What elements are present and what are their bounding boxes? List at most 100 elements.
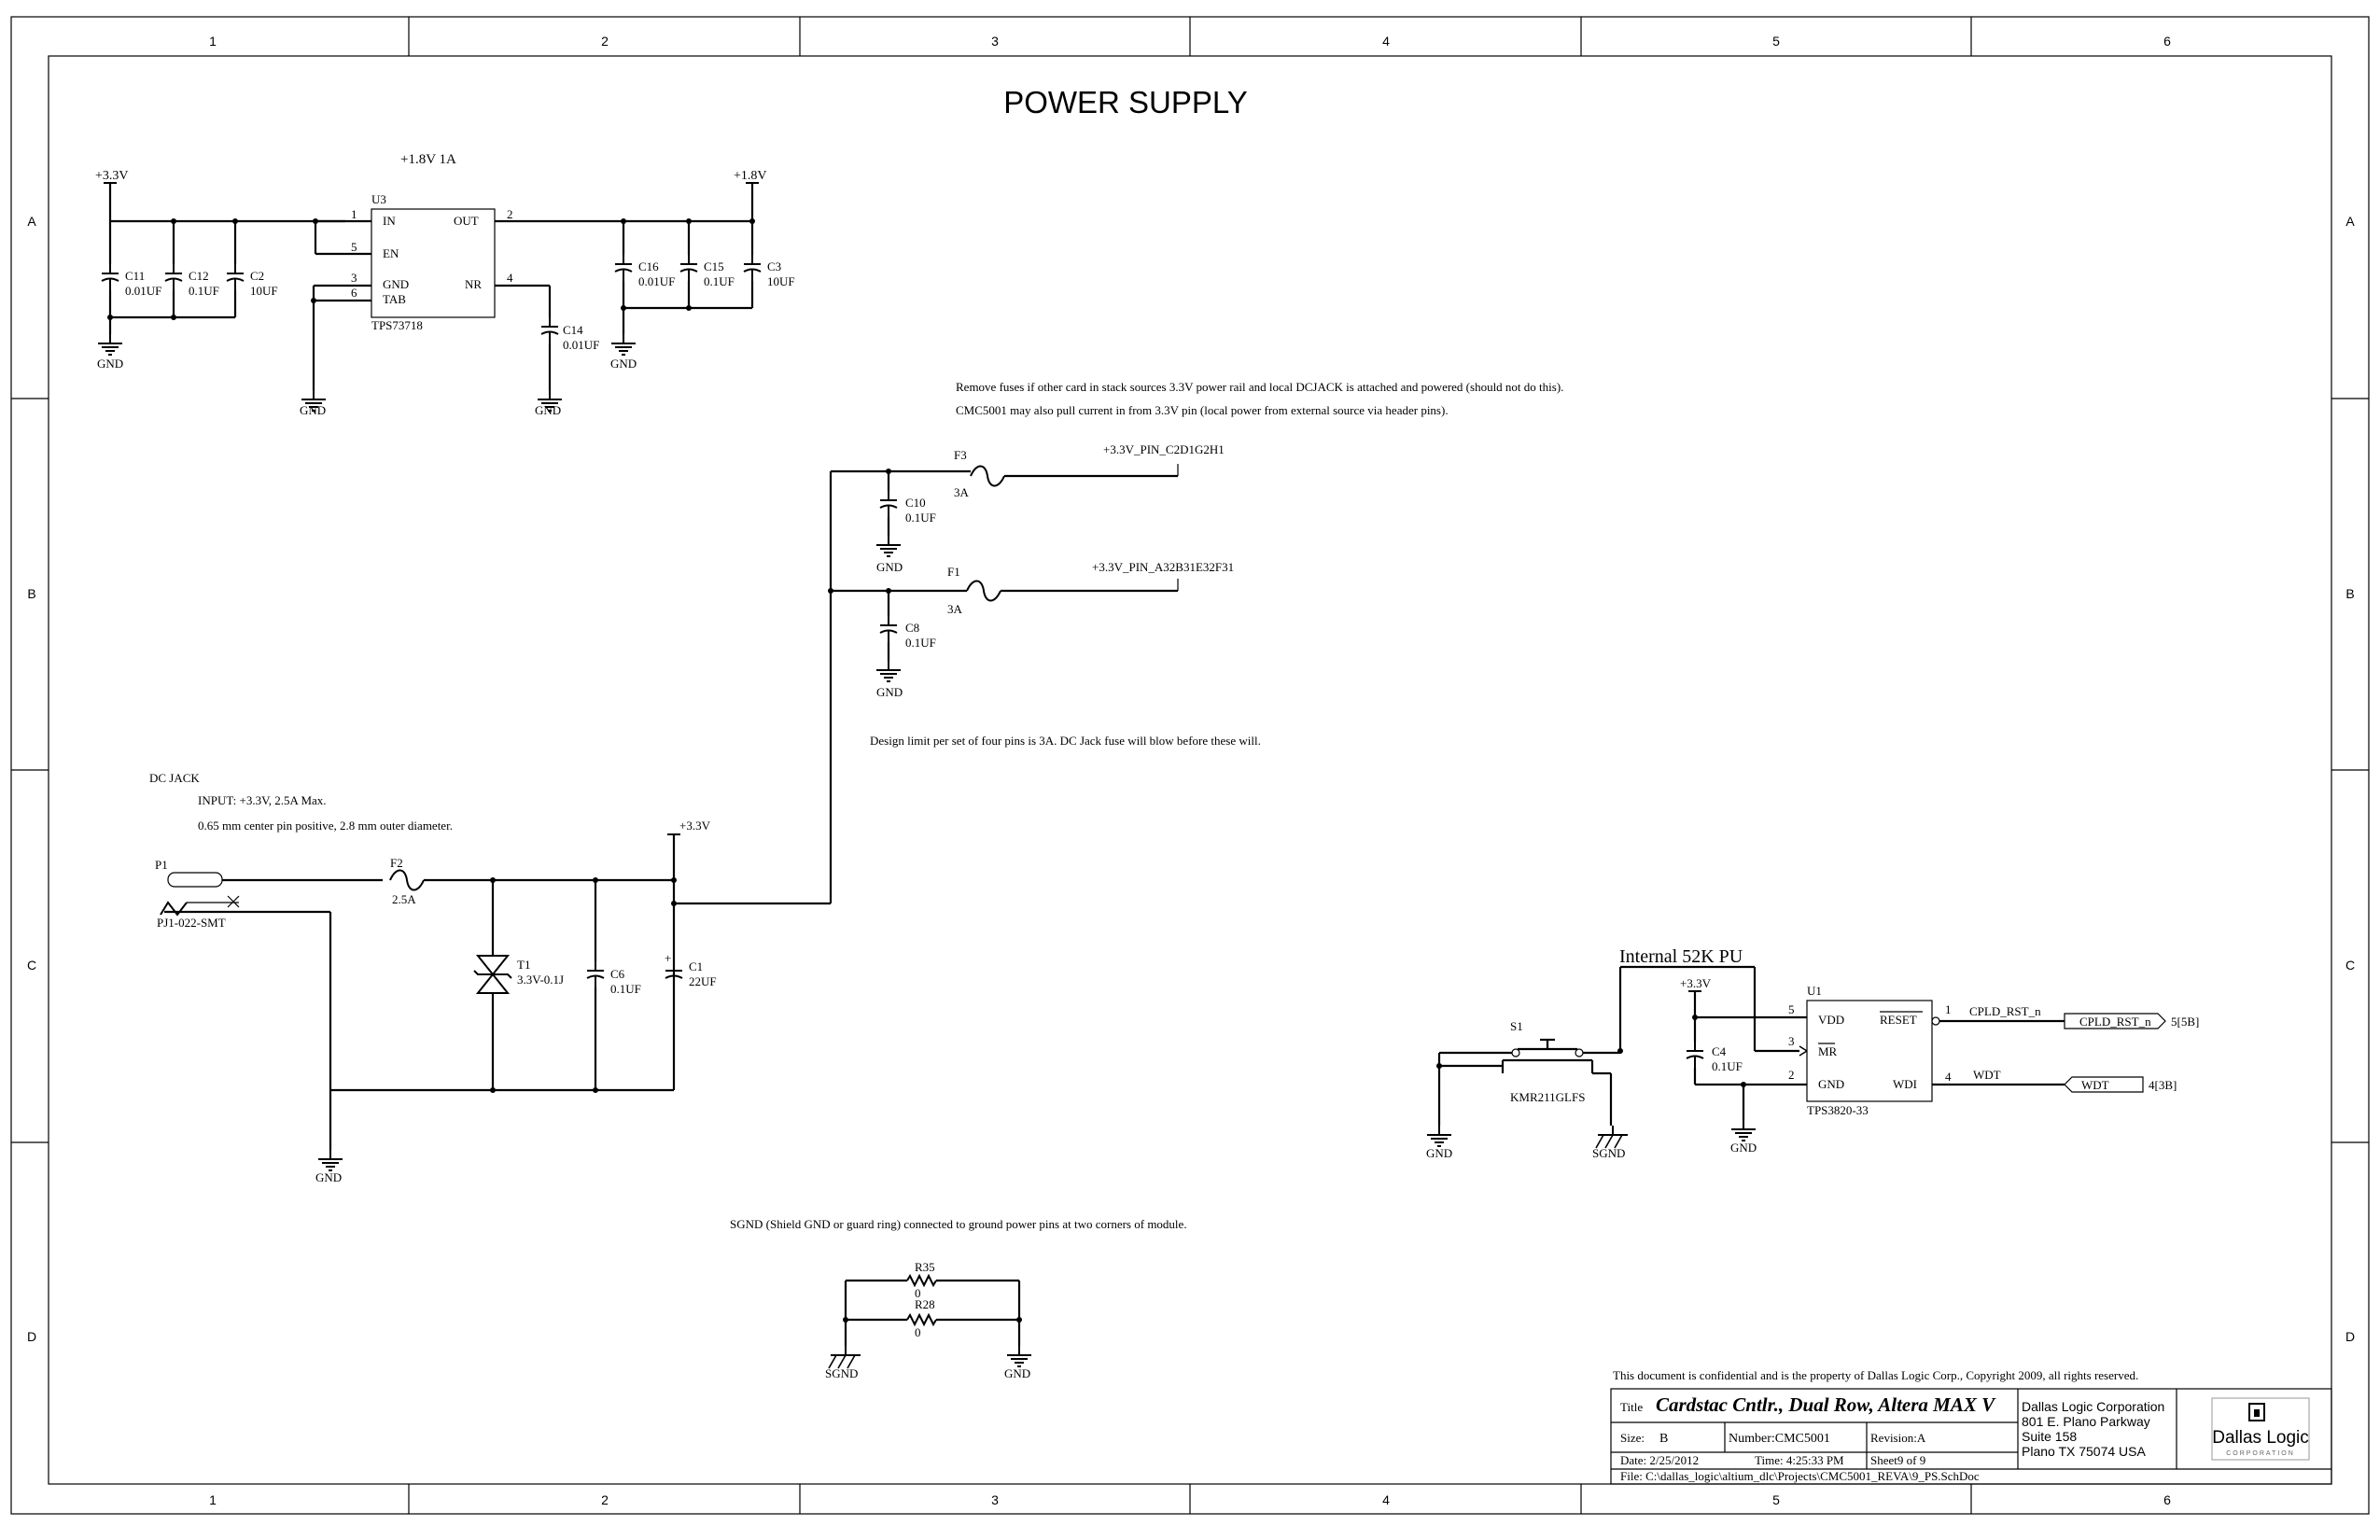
supervisor-ref: U1 xyxy=(1807,984,1822,998)
pin-number: 5 xyxy=(1788,1002,1795,1016)
fuse-value: 3A xyxy=(947,602,963,616)
size-label: Size: xyxy=(1620,1431,1645,1445)
row-label: C xyxy=(2345,958,2355,973)
cap-ref: C10 xyxy=(905,496,926,510)
net-label: CPLD_RST_n xyxy=(1969,1004,2041,1018)
cap-ref: C14 xyxy=(563,323,583,337)
fuse-ref: F1 xyxy=(947,565,960,579)
logo-text: Dallas Logic xyxy=(2212,1428,2309,1448)
dcjack-section: DC JACK INPUT: +3.3V, 2.5A Max. 0.65 mm … xyxy=(149,771,831,1184)
title-block: This document is confidential and is the… xyxy=(1610,1368,2332,1485)
net-label: WDT xyxy=(1973,1068,2001,1082)
port-sheet-ref: 5[5B] xyxy=(2171,1015,2199,1029)
document-number: Number:CMC5001 xyxy=(1729,1432,1830,1446)
regulator-ref: U3 xyxy=(371,192,386,206)
row-labels-left: A B C D xyxy=(27,214,36,1344)
confidential-note: This document is confidential and is the… xyxy=(1613,1368,2138,1382)
cap-value: 0.1UF xyxy=(610,982,641,996)
cap-value: 0.01UF xyxy=(563,338,599,352)
pin-number: 6 xyxy=(351,286,357,300)
dcjack-heading: DC JACK xyxy=(149,771,200,785)
fuse-value: 2.5A xyxy=(392,892,416,906)
document-title: Cardstac Cntlr., Dual Row, Altera MAX V xyxy=(1656,1393,1996,1416)
gnd-label: GND xyxy=(876,560,903,574)
col-label: 4 xyxy=(1382,1492,1390,1507)
net-label: +3.3V_PIN_A32B31E32F31 xyxy=(1092,560,1234,574)
sheet-number: Sheet9 of 9 xyxy=(1870,1453,1925,1467)
jack-part: PJ1-022-SMT xyxy=(157,916,226,930)
port-label: CPLD_RST_n xyxy=(2079,1015,2151,1029)
cap-value: 0.1UF xyxy=(1712,1059,1743,1073)
col-label: 2 xyxy=(601,34,609,49)
row-label: C xyxy=(27,958,36,973)
gnd-label: GND xyxy=(610,357,637,371)
resistor-value: 0 xyxy=(915,1325,921,1339)
col-label: 5 xyxy=(1772,1492,1780,1507)
pin-number: 5 xyxy=(351,240,357,254)
row-label: B xyxy=(2345,586,2354,601)
company-line: Dallas Logic Corporation xyxy=(2022,1399,2164,1414)
row-label: B xyxy=(27,586,35,601)
port-label: WDT xyxy=(2081,1078,2109,1092)
supervisor-u1 xyxy=(1806,1000,1933,1102)
cap-ref: C12 xyxy=(189,269,209,283)
cap-ref: C16 xyxy=(638,259,659,273)
sgnd-label: SGND xyxy=(1592,1146,1625,1160)
pin-name: IN xyxy=(383,214,396,228)
col-label: 1 xyxy=(209,1492,217,1507)
pin-name: WDI xyxy=(1893,1077,1917,1091)
dc-jack-p1 xyxy=(167,872,223,888)
pin-name: VDD xyxy=(1818,1013,1844,1027)
resistor-ref: R28 xyxy=(915,1297,935,1311)
pin-number: 4 xyxy=(507,271,513,285)
rail-label: +3.3V xyxy=(1680,976,1712,990)
title-label: Title xyxy=(1620,1400,1643,1414)
dcjack-spec: 0.65 mm center pin positive, 2.8 mm oute… xyxy=(198,819,453,833)
polarity-mark: + xyxy=(665,951,671,965)
rail-label: +3.3V xyxy=(679,819,711,833)
tvs-value: 3.3V-0.1J xyxy=(517,973,564,987)
col-label: 4 xyxy=(1382,34,1390,49)
col-label: 2 xyxy=(601,1492,609,1507)
fuse-ref: F2 xyxy=(390,856,403,870)
pin-number: 3 xyxy=(351,271,357,285)
row-labels-right: A B C D xyxy=(2345,214,2355,1344)
pin-number: 1 xyxy=(351,207,357,221)
pin-name: RESET xyxy=(1880,1013,1917,1027)
regulator-u3 xyxy=(371,208,496,318)
rail-label-input: +3.3V xyxy=(95,169,129,183)
supervisor-part: TPS3820-33 xyxy=(1807,1103,1869,1117)
cap-ref: C6 xyxy=(610,967,625,981)
cap-value: 0.1UF xyxy=(905,636,936,650)
port-sheet-ref: 4[3B] xyxy=(2149,1078,2177,1092)
column-labels-top: 1 2 3 4 5 6 xyxy=(209,34,2171,49)
sgnd-label: SGND xyxy=(825,1366,858,1380)
ldo-section: +3.3V GND C11 0.01UF C12 0.1UF C2 10UF U… xyxy=(95,152,795,417)
company-line: Suite 158 xyxy=(2022,1429,2077,1444)
sheet-border xyxy=(10,16,2370,1515)
row-label: A xyxy=(27,214,36,229)
pin-number: 4 xyxy=(1945,1070,1952,1084)
pin-name: GND xyxy=(383,277,409,291)
date: Date: 2/25/2012 xyxy=(1620,1453,1699,1467)
pin-name: GND xyxy=(1818,1077,1844,1091)
col-label: 5 xyxy=(1772,34,1780,49)
regulator-part: TPS73718 xyxy=(371,318,423,332)
pin-name: EN xyxy=(383,246,399,260)
pin-number: 3 xyxy=(1788,1034,1795,1048)
cap-value: 0.01UF xyxy=(125,284,161,298)
resistor-ref: R35 xyxy=(915,1260,935,1274)
col-label: 1 xyxy=(209,34,217,49)
port-wdt xyxy=(2064,1076,2144,1093)
note-sgnd: SGND (Shield GND or guard ring) connecte… xyxy=(730,1217,1187,1231)
gnd-label: GND xyxy=(1426,1146,1452,1160)
fuse-value: 3A xyxy=(954,485,970,499)
row-label: D xyxy=(27,1329,36,1344)
cap-value: 0.1UF xyxy=(189,284,219,298)
logo-subtext: CORPORATION xyxy=(2226,1450,2295,1457)
rail-label-output: +1.8V xyxy=(734,169,767,183)
cap-value: 0.1UF xyxy=(704,274,735,288)
supervisor-section: Internal 52K PU +3.3V GND C4 0.1UF U1 TP… xyxy=(1426,946,2199,1160)
cap-ref: C11 xyxy=(125,269,145,283)
cap-ref: C3 xyxy=(767,259,781,273)
